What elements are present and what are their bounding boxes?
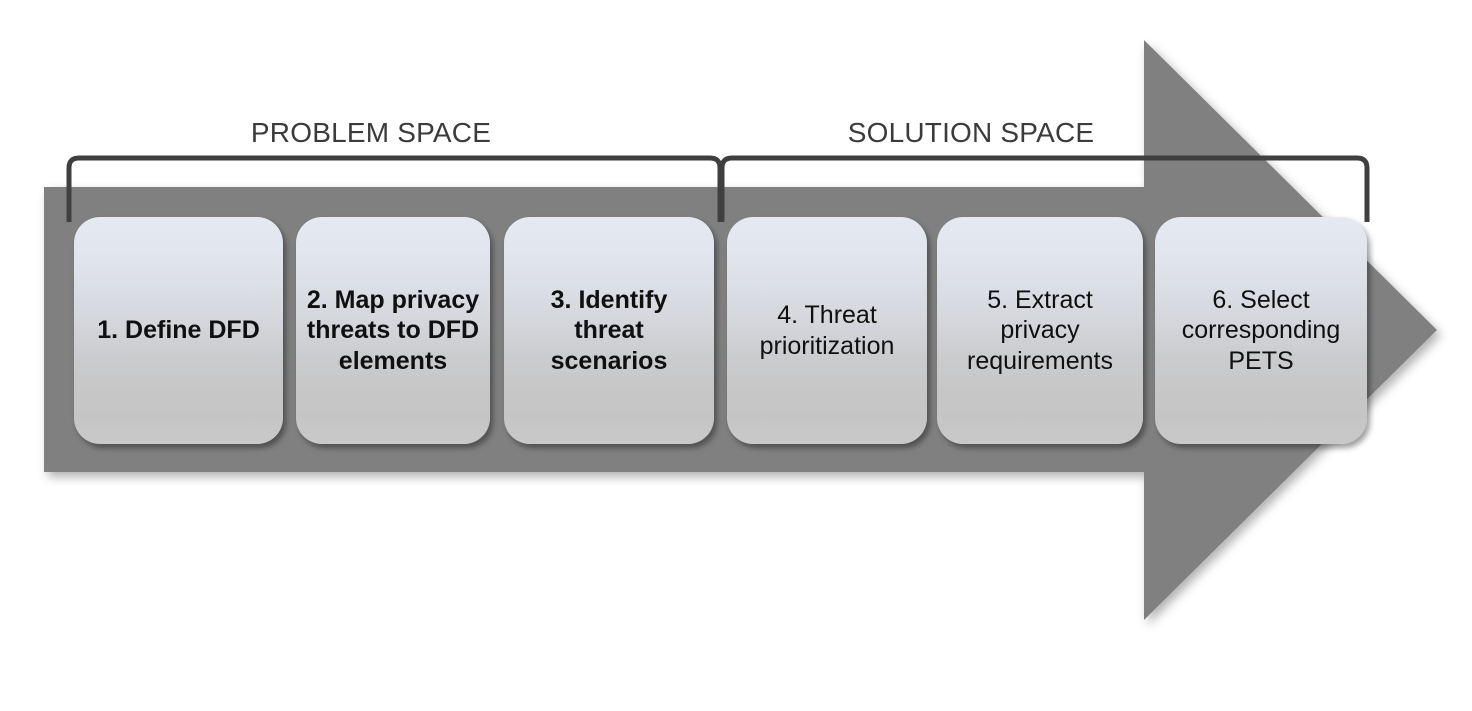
step-label-5: 5. Extract privacy requirements: [967, 285, 1113, 375]
step-label-3: 3. Identify threat scenarios: [550, 285, 668, 375]
step-box-3[interactable]: 3. Identify threat scenarios: [504, 217, 714, 444]
step-box-2[interactable]: 2. Map privacy threats to DFD elements: [296, 217, 490, 444]
step-box-6[interactable]: 6. Select corresponding PETS: [1155, 217, 1367, 444]
step-box-1[interactable]: 1. Define DFD: [74, 217, 283, 444]
step-label-4: 4. Threat prioritization: [759, 301, 895, 360]
solution-space-bracket: [719, 155, 1370, 222]
step-label-2: 2. Map privacy threats to DFD elements: [306, 285, 480, 375]
step-box-4[interactable]: 4. Threat prioritization: [727, 217, 927, 444]
step-label-1: 1. Define DFD: [97, 316, 260, 345]
step-box-5[interactable]: 5. Extract privacy requirements: [937, 217, 1143, 444]
step-label-6: 6. Select corresponding PETS: [1181, 285, 1341, 375]
solution-space-label: SOLUTION SPACE: [847, 117, 1095, 148]
problem-space-label: PROBLEM SPACE: [250, 117, 492, 148]
problem-space-bracket: [66, 155, 723, 222]
